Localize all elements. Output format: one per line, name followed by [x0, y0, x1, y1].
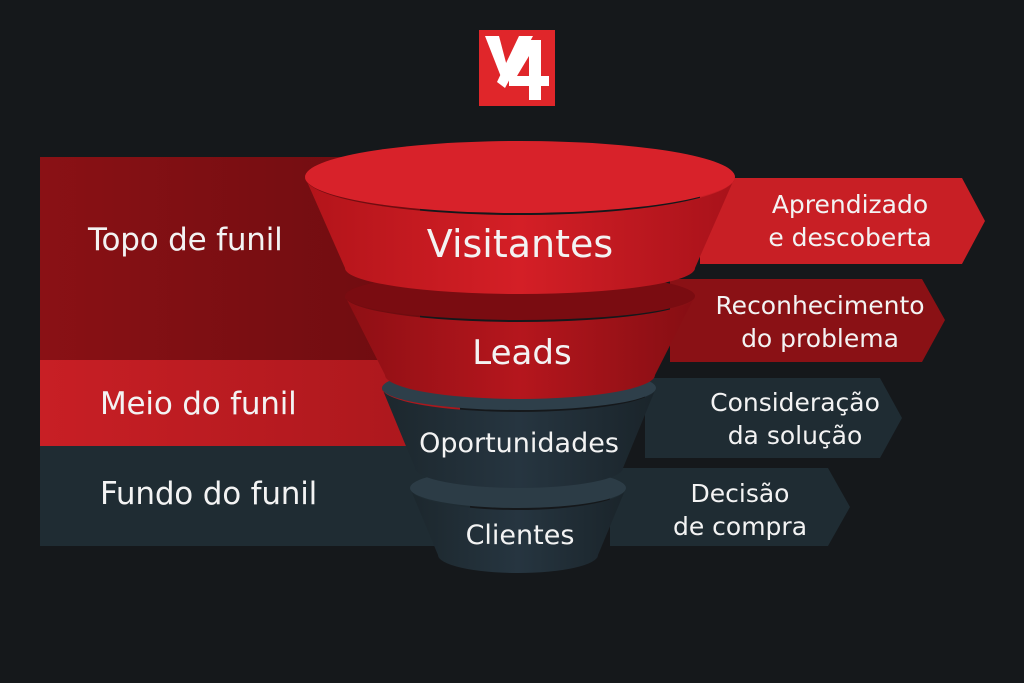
- tag-arrow-2: [670, 279, 945, 362]
- stage-band-bottom: [40, 446, 470, 546]
- tag-arrow-3: [645, 378, 902, 458]
- funnel-segment-visitantes: [305, 177, 735, 294]
- tag-arrow-4: [610, 468, 850, 546]
- tag-reconhecimento: Reconhecimento do problema: [705, 289, 935, 355]
- funnel-label-leads: Leads: [472, 333, 572, 373]
- funnel-label-visitantes: Visitantes: [426, 222, 614, 266]
- tag-decisao: Decisão de compra: [660, 477, 820, 543]
- tag-aprendizado: Aprendizado e descoberta: [760, 188, 940, 254]
- stage-label-middle: Meio do funil: [100, 386, 297, 422]
- tag-consideracao-line2: da solução: [727, 421, 863, 450]
- tag-decisao-line1: Decisão: [690, 479, 790, 508]
- funnel-segment-visitantes-top: [305, 141, 735, 213]
- funnel-label-oportunidades: Oportunidades: [419, 428, 619, 459]
- stage-label-bottom: Fundo do funil: [100, 476, 318, 512]
- stage-label-top: Topo de funil: [88, 222, 283, 258]
- tag-arrow-1: [700, 178, 985, 264]
- tag-reconhecimento-line1: Reconhecimento: [715, 291, 925, 320]
- tag-decisao-line2: de compra: [672, 512, 808, 541]
- tag-consideracao: Consideração da solução: [695, 386, 895, 452]
- tag-aprendizado-line2: e descoberta: [768, 223, 932, 252]
- tag-consideracao-line1: Consideração: [710, 388, 880, 417]
- tag-aprendizado-line1: Aprendizado: [771, 190, 929, 219]
- funnel-segment-clientes: [410, 488, 626, 573]
- funnel-label-clientes: Clientes: [465, 520, 575, 551]
- v4-logo: [479, 30, 555, 106]
- funnel-segment-leads: [345, 296, 695, 399]
- tag-reconhecimento-line2: do problema: [741, 324, 899, 353]
- funnel-segment-oportunidades: [382, 388, 656, 488]
